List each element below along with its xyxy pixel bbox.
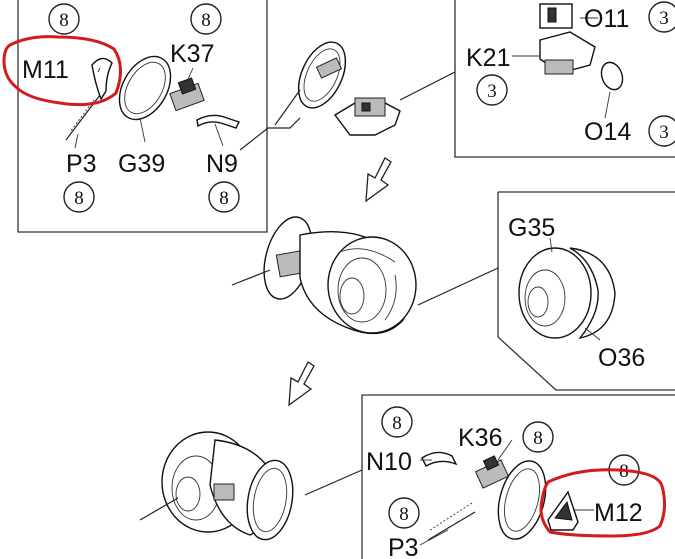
qty-o11-text: 3 bbox=[659, 8, 669, 29]
qty-badge-k36: 8 bbox=[522, 421, 554, 453]
middle-assembly bbox=[231, 216, 417, 335]
label-p3-bottom: P3 bbox=[388, 534, 419, 559]
callout-box-bottom-right bbox=[361, 394, 675, 559]
qty-badge-o11: 3 bbox=[648, 1, 675, 33]
qty-o14-text: 3 bbox=[659, 122, 669, 143]
callout-box-top-left bbox=[17, 0, 268, 233]
top-center-assembly bbox=[274, 41, 401, 136]
qty-badge-p3-top: 8 bbox=[63, 181, 95, 213]
label-n10: N10 bbox=[366, 448, 412, 476]
label-p3-top: P3 bbox=[66, 150, 97, 178]
qty-badge-m11: 8 bbox=[48, 3, 80, 35]
label-g35: G35 bbox=[508, 214, 555, 242]
qty-m11-text: 8 bbox=[59, 10, 69, 31]
label-m11: M11 bbox=[22, 56, 69, 84]
qty-n10-text: 8 bbox=[392, 413, 402, 434]
label-m12: M12 bbox=[594, 499, 643, 527]
label-o14: O14 bbox=[584, 118, 631, 146]
label-k36: K36 bbox=[458, 424, 502, 452]
callout-box-top-right bbox=[454, 0, 675, 158]
label-k21: K21 bbox=[466, 44, 510, 72]
qty-p3-top-text: 8 bbox=[74, 188, 84, 209]
qty-badge-k21: 3 bbox=[476, 74, 508, 106]
qty-k36-text: 8 bbox=[533, 428, 543, 449]
qty-badge-o14: 3 bbox=[648, 115, 675, 147]
highlight-m11 bbox=[2, 35, 122, 107]
label-n9: N9 bbox=[206, 150, 238, 178]
top-right-parts bbox=[512, 3, 624, 119]
label-o36: O36 bbox=[598, 344, 645, 372]
label-o11: O11 bbox=[584, 5, 629, 33]
qty-badge-p3-bottom: 8 bbox=[388, 497, 420, 529]
highlight-m12 bbox=[539, 468, 667, 538]
qty-n9-text: 8 bbox=[219, 188, 229, 209]
qty-k37-text: 8 bbox=[201, 10, 211, 31]
flow-arrow-down-2 bbox=[288, 361, 315, 407]
qty-badge-k37: 8 bbox=[190, 3, 222, 35]
label-g39: G39 bbox=[118, 150, 165, 178]
label-k37: K37 bbox=[170, 40, 214, 68]
qty-badge-n9: 8 bbox=[208, 181, 240, 213]
middle-right-parts bbox=[518, 237, 616, 341]
callout-box-middle-right bbox=[497, 191, 675, 391]
top-left-parts bbox=[65, 55, 240, 149]
callout-leader-lines bbox=[239, 71, 499, 496]
bottom-left-assembly bbox=[139, 431, 294, 541]
flow-arrow-down-1 bbox=[365, 157, 392, 203]
bottom-right-parts bbox=[419, 439, 594, 546]
qty-badge-n10: 8 bbox=[381, 406, 413, 438]
qty-p3-bottom-text: 8 bbox=[399, 504, 409, 525]
qty-k21-text: 3 bbox=[487, 81, 497, 102]
